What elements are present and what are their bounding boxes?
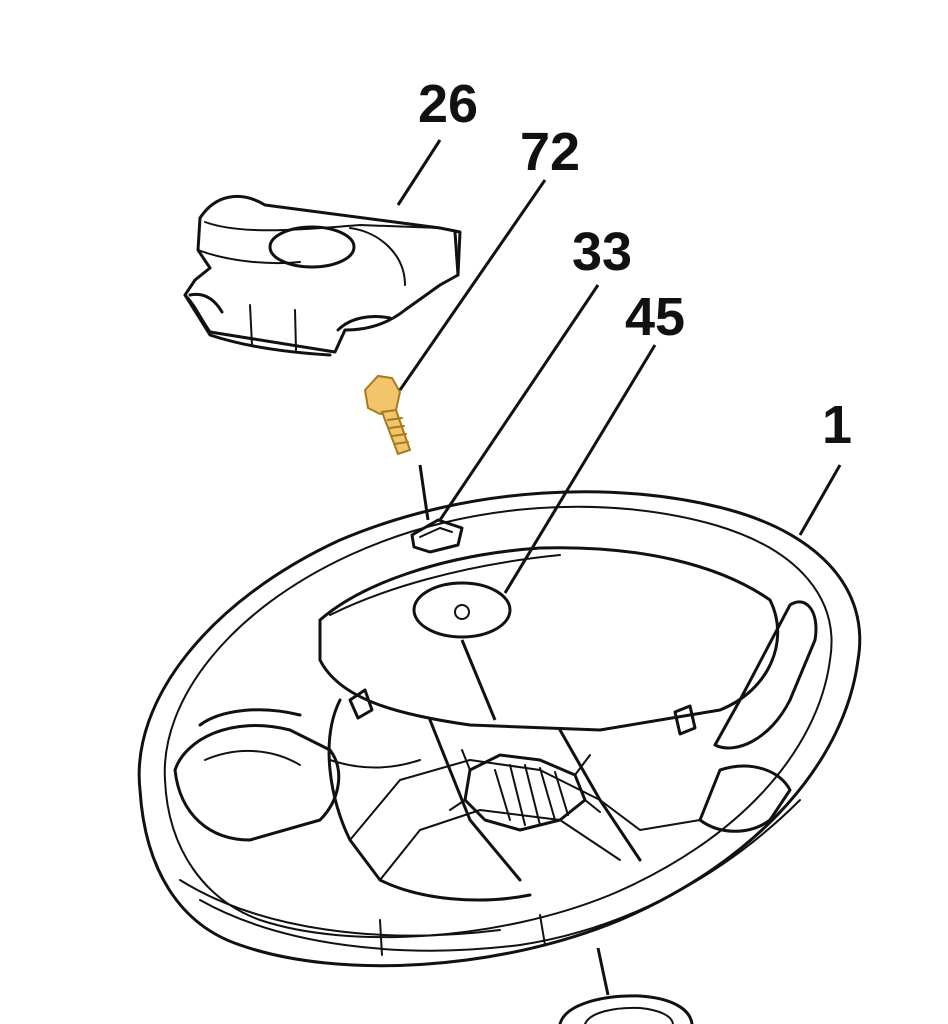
part-1-steering-wheel bbox=[137, 490, 862, 1024]
leader-33 bbox=[438, 284, 600, 521]
callout-1: 1 bbox=[822, 395, 852, 455]
leader-center-axis bbox=[418, 464, 430, 521]
part-26-horn-cover bbox=[183, 194, 462, 357]
callout-labels: 26 72 33 45 1 bbox=[418, 74, 852, 455]
callout-33: 33 bbox=[572, 222, 632, 282]
leader-column-axis bbox=[596, 947, 610, 996]
leader-hub-axis bbox=[460, 639, 497, 721]
callout-72: 72 bbox=[520, 122, 580, 182]
callout-26: 26 bbox=[418, 74, 478, 134]
leader-lines bbox=[396, 139, 842, 996]
callout-45: 45 bbox=[625, 287, 685, 347]
leader-72 bbox=[398, 179, 547, 391]
leader-26 bbox=[396, 139, 442, 206]
leader-45 bbox=[503, 344, 657, 594]
part-72-bolt bbox=[363, 374, 412, 456]
leader-1 bbox=[798, 464, 842, 536]
part-45-hub-plate bbox=[412, 581, 512, 639]
part-33-clip bbox=[410, 518, 464, 554]
